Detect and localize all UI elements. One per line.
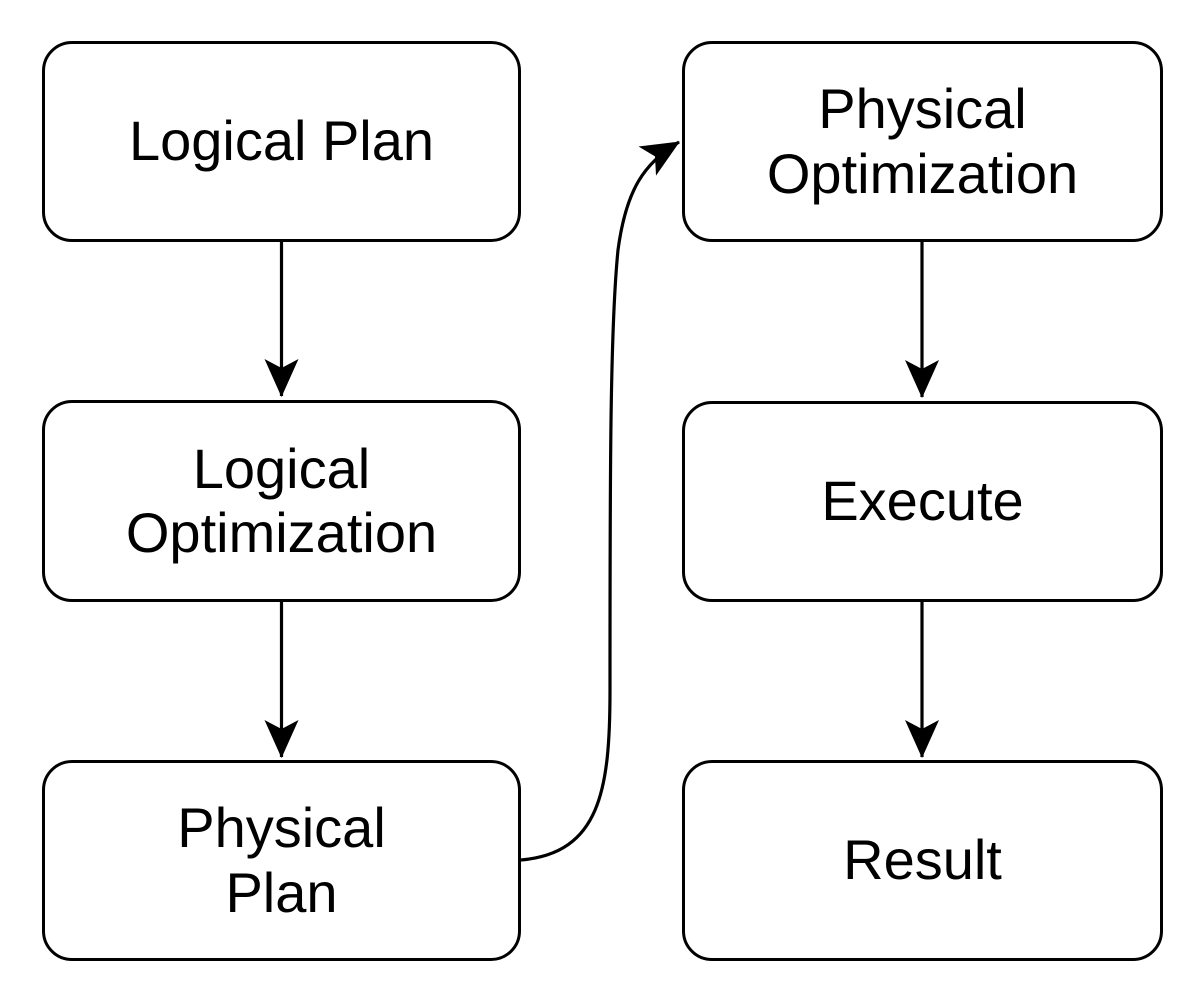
node-execute: Execute	[682, 401, 1163, 602]
node-physical-plan: Physical Plan	[42, 760, 521, 961]
node-logical-optimization: Logical Optimization	[42, 400, 521, 602]
node-logical-plan: Logical Plan	[42, 41, 521, 242]
node-logical-plan-label: Logical Plan	[128, 109, 435, 173]
edge-physical-plan-to-physical-optimization	[520, 140, 680, 862]
node-physical-optimization: Physical Optimization	[682, 41, 1163, 242]
node-execute-label: Execute	[821, 469, 1024, 533]
node-physical-optimization-label: Physical Optimization	[766, 77, 1079, 205]
node-physical-plan-label: Physical Plan	[177, 796, 386, 924]
node-logical-optimization-label: Logical Optimization	[125, 436, 438, 564]
node-result-label: Result	[843, 828, 1002, 892]
node-result: Result	[682, 760, 1163, 961]
